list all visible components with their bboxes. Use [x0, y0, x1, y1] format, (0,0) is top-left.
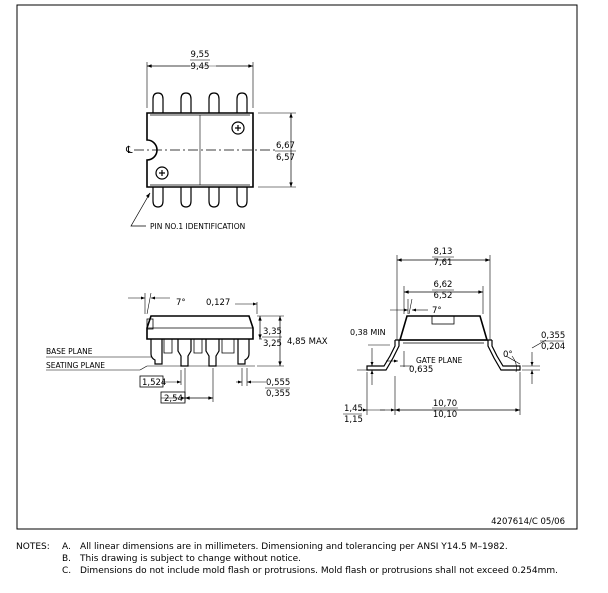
end-view-left-lead — [366, 340, 400, 371]
note-letter: C. — [62, 566, 72, 576]
note-text: All linear dimensions are in millimeters… — [80, 542, 508, 552]
span-max: 10,70 — [433, 399, 457, 409]
overall-height-label: 4,85 MAX — [287, 337, 328, 347]
top-width-min: 9,45 — [191, 62, 210, 72]
lead-thickness-min: 0,204 — [541, 342, 565, 352]
end-view-body — [398, 315, 489, 341]
note-text: This drawing is subject to change withou… — [80, 554, 302, 564]
side-view-body — [146, 315, 254, 340]
note-letter: B. — [62, 554, 72, 564]
end-body-width-max: 6,62 — [434, 280, 453, 290]
top-height-min: 6,57 — [276, 153, 295, 163]
seating-plane-label: SEATING PLANE — [46, 361, 105, 370]
standoff-label: 0,38 MIN — [350, 328, 386, 337]
top-view-pins-top — [152, 92, 248, 113]
end-body-width-min: 6,52 — [434, 291, 453, 301]
end-overall-width-min: 7,61 — [434, 258, 453, 268]
side-angle-label: 7° — [176, 298, 186, 308]
drawing-frame — [16, 4, 578, 530]
lead-width-min: 0,355 — [266, 389, 290, 399]
gate-plane-label: GATE PLANE — [416, 356, 463, 365]
lead-thickness-max: 0,355 — [541, 331, 565, 341]
side-view-leads — [150, 339, 250, 367]
body-height-min: 3,25 — [263, 339, 282, 349]
top-height-max: 6,67 — [276, 141, 295, 151]
top-view-pins-bottom — [152, 187, 248, 208]
top-view-mold-mark — [231, 121, 245, 135]
top-view-body — [146, 112, 254, 188]
lead-angle-label: 0° — [503, 350, 513, 360]
lead-pitch-label: 2,54 — [164, 394, 183, 404]
gate-dim-label: 0,635 — [409, 365, 433, 375]
pin1-identification-mark — [155, 166, 169, 180]
span-min: 10,10 — [433, 410, 457, 420]
drawing-number: 4207614/C 05/06 — [491, 517, 565, 527]
base-plane-label: BASE PLANE — [46, 347, 93, 356]
side-view — [46, 292, 284, 404]
end-angle-label: 7° — [432, 306, 442, 316]
body-height-max: 3,35 — [263, 327, 282, 337]
note-text: Dimensions do not include mold flash or … — [80, 566, 558, 576]
end-view-right-lead — [487, 340, 521, 371]
top-width-max: 9,55 — [191, 50, 210, 60]
lead-thickness-label: 0,127 — [206, 298, 230, 308]
foot-length-min: 1,15 — [344, 415, 363, 425]
lead-width-max: 0,555 — [266, 378, 290, 388]
pin1-id-label: PIN NO.1 IDENTIFICATION — [150, 222, 245, 231]
note-letter: A. — [62, 542, 71, 552]
foot-length-max: 1,45 — [344, 404, 363, 414]
centerline-symbol: ℄ — [125, 145, 133, 156]
end-overall-width-max: 8,13 — [434, 247, 453, 257]
lead-pitch-min-label: 1,524 — [142, 378, 166, 388]
end-view — [357, 255, 547, 415]
top-view — [130, 62, 296, 227]
notes-label: NOTES: — [16, 542, 50, 552]
